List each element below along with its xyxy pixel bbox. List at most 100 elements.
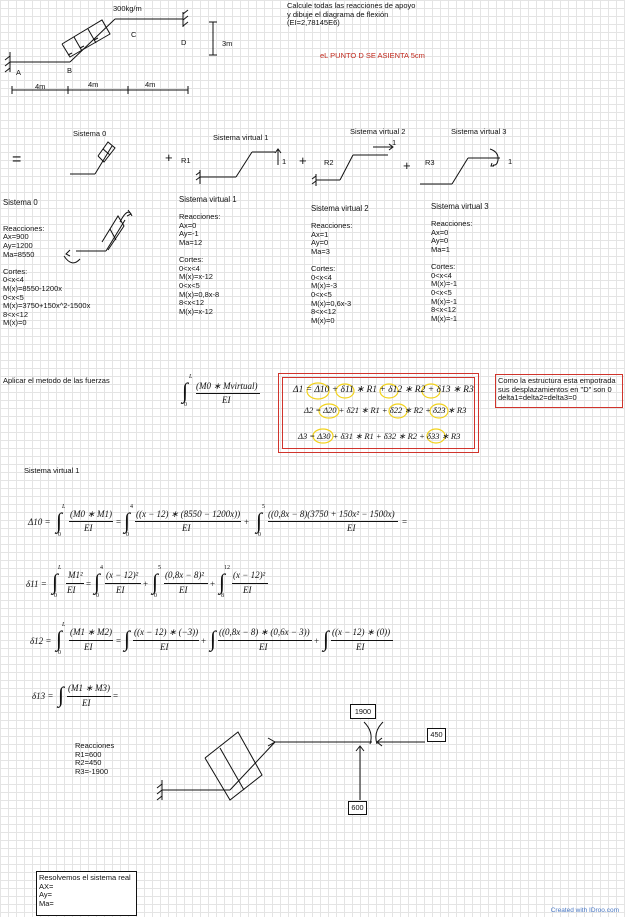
box-1900 [350,704,376,719]
d12-den-3: EI [259,642,268,652]
d11-plus-2: + [210,579,216,589]
real-system-box [36,871,137,916]
point-c-label: C [131,30,137,39]
int-d11-4: ∫ [219,569,226,594]
sv3-diagram [420,148,500,185]
unit-load-3: 1 [508,157,513,166]
sistema0-title: Sistema 0 [73,129,107,138]
d10-bar-2 [135,521,241,522]
delta13-label: δ13 = [32,691,54,701]
equals-sign: = [12,151,22,168]
d10-num-3: ((0,8x − 8)(3750 + 150x² − 1500x) [268,509,395,519]
int-d10-3-lower: 0 [258,532,261,538]
int-d11-2-lower: 0 [96,593,99,599]
real-system-text: Resolvemos el sistema real AX= Ay= Ma= [39,873,131,908]
int-d11-2-upper: 4 [100,565,103,571]
d12-bar-4 [331,640,393,641]
sistema0-diagram [70,141,116,175]
int-d11-2: ∫ [94,569,101,594]
result-structure-sketch [156,721,425,801]
d12-bar-1 [69,640,113,641]
sv3-title: Sistema virtual 3 [451,127,507,136]
r1-label: R1 [181,156,191,165]
dimension-2: 4m [88,80,99,89]
equations-box [278,373,479,453]
d12-den-2: EI [160,642,169,652]
value-600: 600 [351,803,364,812]
delta11-label: δ11 = [26,579,47,589]
load-label: 300kg/m [113,4,142,13]
d12-num-4: ((x − 12) ∗ (0)) [332,627,391,637]
d10-bar-1 [69,521,113,522]
unit-load-2: 1 [392,138,397,147]
int-d13-1: ∫ [58,682,65,707]
d12-bar-2 [133,640,199,641]
sv1-block: Sistema virtual 1 Reacciones: Ax=0 Ay=-1… [179,195,237,316]
int-d10-1-lower: 0 [58,532,61,538]
d10-num-1: (M0 ∗ M1) [70,509,113,519]
d10-eq-1: = [116,517,122,527]
d12-plus-1: + [201,636,207,646]
d10-plus: + [244,517,250,527]
integral-numerator: (M0 ∗ Mvirtual) [196,381,258,391]
highlight-circles [306,382,449,444]
int-d11-1-lower: 0 [54,593,57,599]
int-d11-3-upper: 5 [158,565,161,571]
d10-den-1: EI [84,523,93,533]
d10-eq-2: = [402,517,408,527]
sv2-block: Sistema virtual 2 Reacciones: Ax=1 Ay=0 … [311,204,369,325]
d11-num-1: M1² [68,570,83,580]
d12-den-4: EI [356,642,365,652]
unit-load-1: 1 [282,157,287,166]
d11-bar-4 [232,583,268,584]
d12-plus-2: + [314,636,320,646]
delta12-label: δ12 = [30,636,52,646]
integral-denominator: EI [222,395,231,405]
box-600 [348,801,367,815]
d11-bar-3 [164,583,208,584]
equation-delta2: Δ2 = Δ20 + δ21 ∗ R1 + δ22 ∗ R2 + δ23 ∗ R… [304,405,467,415]
int-d10-3: ∫ [256,508,263,533]
int-d12-1-lower: 0 [58,650,61,656]
d11-bar-1 [66,583,84,584]
sistema0-large-sketch [63,209,133,264]
d11-den-4: EI [243,585,252,595]
equations-box-inner [282,377,475,449]
equation-delta1: Δ1 = Δ10 + δ11 ∗ R1 + δ12 ∗ R2 + δ13 ∗ R… [293,385,474,395]
d10-num-2: ((x − 12) ∗ (8550 − 1200x)) [136,509,241,519]
d12-num-1: (M1 ∗ M2) [70,627,113,637]
d10-den-3: EI [347,523,356,533]
int-d11-1-upper: L [58,565,62,571]
int-d11-1: ∫ [52,569,59,594]
point-b-label: B [67,66,73,75]
plus-sign-3: + [403,158,411,173]
box-450 [427,728,446,742]
d11-plus-1: + [143,579,149,589]
d11-eq: = [86,579,92,589]
delta10-label: Δ10 = [28,517,51,527]
integral-lower: 0 [184,402,187,408]
settlement-note: eL PUNTO D SE ASIENTA 5cm [320,51,425,60]
d11-num-3: (0,8x − 8)² [165,570,205,580]
credit-footer[interactable]: Created with IDroo.com [550,907,619,914]
r2-label: R2 [324,158,334,167]
d12-num-3: ((0,8x − 8) ∗ (0,6x − 3)) [219,627,310,637]
int-d10-2-upper: 4 [130,504,133,510]
d13-den-1: EI [82,698,91,708]
int-d10-1-upper: L [62,504,66,510]
value-1900: 1900 [354,707,372,716]
int-d12-3: ∫ [210,626,217,651]
d10-den-2: EI [182,523,191,533]
d13-eq: = [113,691,119,701]
int-d11-4-upper: 12 [224,565,230,571]
sv1-section-title: Sistema virtual 1 [24,466,80,475]
d11-num-4: (x − 12)² [233,570,266,580]
main-structure-drawing [4,9,217,94]
sv1-diagram [195,148,282,184]
d11-bar-2 [105,583,141,584]
int-d10-1: ∫ [56,508,63,533]
integral-sign: ∫ [182,378,189,403]
sv2-title: Sistema virtual 2 [350,127,406,136]
forces-method-label: Aplicar el metodo de las fuerzas [3,376,110,385]
